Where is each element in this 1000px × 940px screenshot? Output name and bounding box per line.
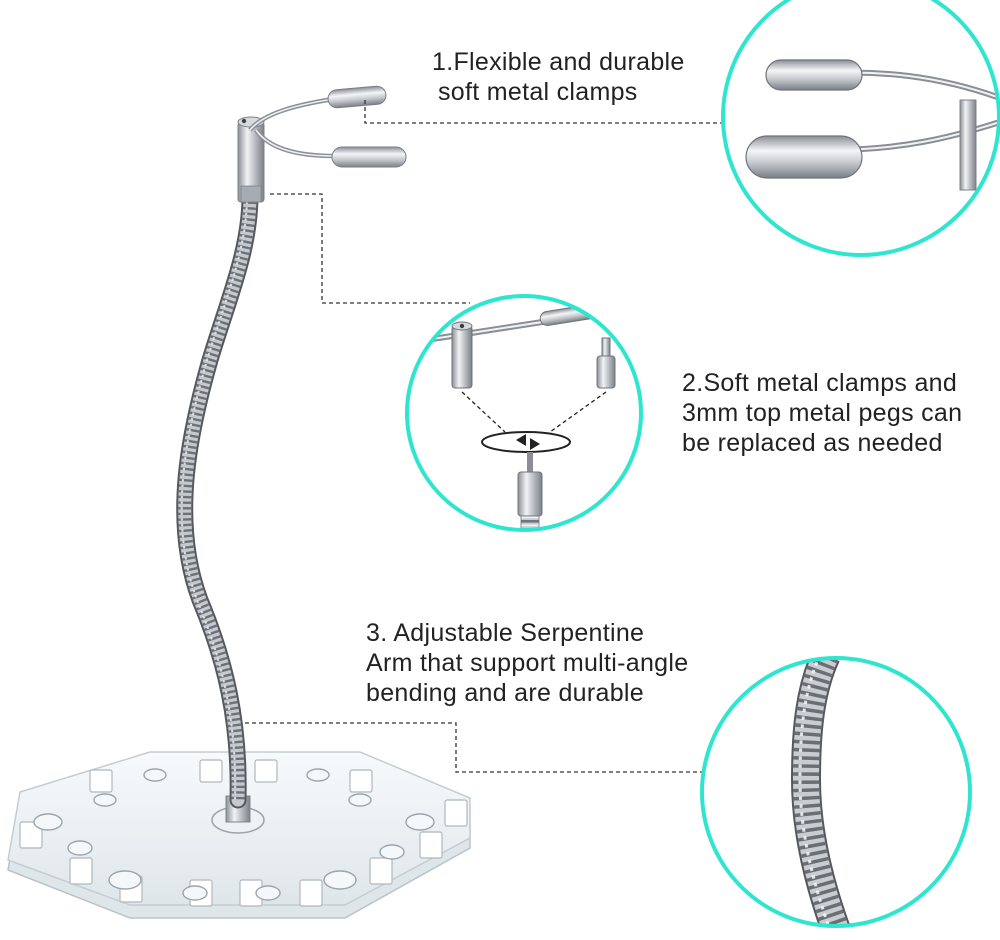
metal-clamp [248, 85, 407, 168]
feature-caption-line: be replaced as needed [682, 429, 943, 457]
feature-caption-line: bending and are durable [366, 679, 644, 707]
leader-line-connector [270, 193, 470, 304]
serpentine-arm [176, 187, 259, 809]
leader-line-arm [245, 722, 712, 773]
feature-caption-line: 1.Flexible and durable [432, 48, 685, 76]
detail-circle-serpentine [700, 656, 972, 928]
rotate-arrows-icon [481, 431, 571, 453]
feature-caption-line: 3mm top metal pegs can [682, 399, 963, 427]
acrylic-hex-base [7, 751, 471, 919]
top-connector [237, 116, 265, 203]
stand-main [7, 85, 471, 919]
feature-caption-serpentine: 3. Adjustable Serpentine Arm that suppor… [366, 618, 688, 708]
feature-caption-line: soft metal clamps [438, 78, 638, 106]
detail-circle-replaceable [405, 294, 643, 532]
feature-caption-line: 2.Soft metal clamps and [682, 369, 958, 397]
feature-caption-line: Arm that support multi-angle [366, 649, 689, 677]
feature-caption-line: 3. Adjustable Serpentine [366, 619, 645, 647]
detail-circle-clamps [721, 0, 1000, 257]
leader-lines [245, 100, 725, 773]
feature-caption-clamps: 1.Flexible and durable soft metal clamps [432, 47, 685, 107]
feature-caption-replaceable: 2.Soft metal clamps and 3mm top metal pe… [682, 368, 962, 458]
leader-line-clamps [364, 100, 725, 124]
